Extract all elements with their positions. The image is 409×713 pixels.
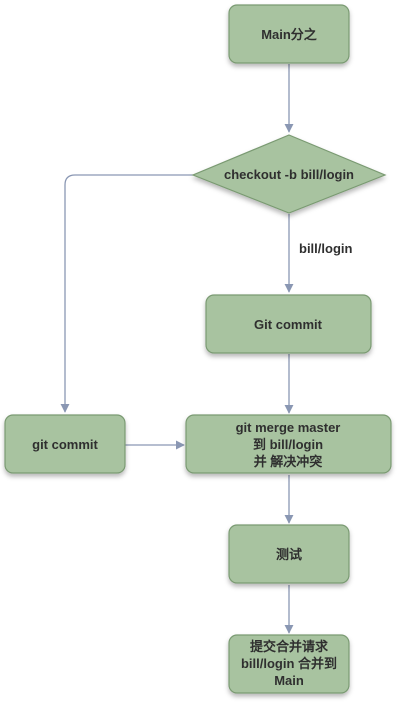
- node-main-branch: Main分之: [228, 4, 350, 64]
- node-checkout-diamond: [191, 134, 387, 214]
- node-main-branch-label: Main分之: [261, 27, 317, 42]
- node-git-commit-center-box: [205, 294, 372, 354]
- node-merge-label-line-3: 并 解决冲突: [254, 454, 323, 469]
- edge-label-bill-login: bill/login: [299, 241, 352, 256]
- node-submit-pr-label-line-2: bill/login 合并到: [241, 656, 337, 671]
- node-checkout: checkout -b bill/login: [191, 134, 387, 214]
- node-git-commit-left-box: [4, 414, 126, 474]
- edges: [60, 64, 294, 634]
- node-test-label: 测试: [276, 547, 302, 562]
- node-git-commit-left: git commit: [4, 414, 126, 474]
- node-main-branch-box: [228, 4, 350, 64]
- node-git-commit-center-label: Git commit: [254, 317, 323, 332]
- node-submit-pr-box: [228, 634, 350, 694]
- node-submit-pr-label-line-3: Main: [274, 673, 304, 688]
- node-merge-box: [185, 414, 392, 474]
- node-checkout-label: checkout -b bill/login: [224, 167, 354, 182]
- node-git-commit-left-label: git commit: [32, 437, 98, 452]
- node-test: 测试: [228, 524, 350, 584]
- node-merge-label-line-2: 到 bill/login: [253, 437, 323, 452]
- node-git-commit-center: Git commit: [205, 294, 372, 354]
- node-merge-label-line-1: git merge master: [236, 420, 341, 435]
- edge-checkout-to-git-commit-left: [60, 174, 193, 413]
- node-submit-pr-label-line-1: 提交合并请求: [250, 639, 329, 654]
- node-merge: git merge master 到 bill/login 并 解决冲突: [185, 414, 392, 474]
- node-submit-pr: 提交合并请求 bill/login 合并到 Main: [228, 634, 350, 694]
- node-test-box: [228, 524, 350, 584]
